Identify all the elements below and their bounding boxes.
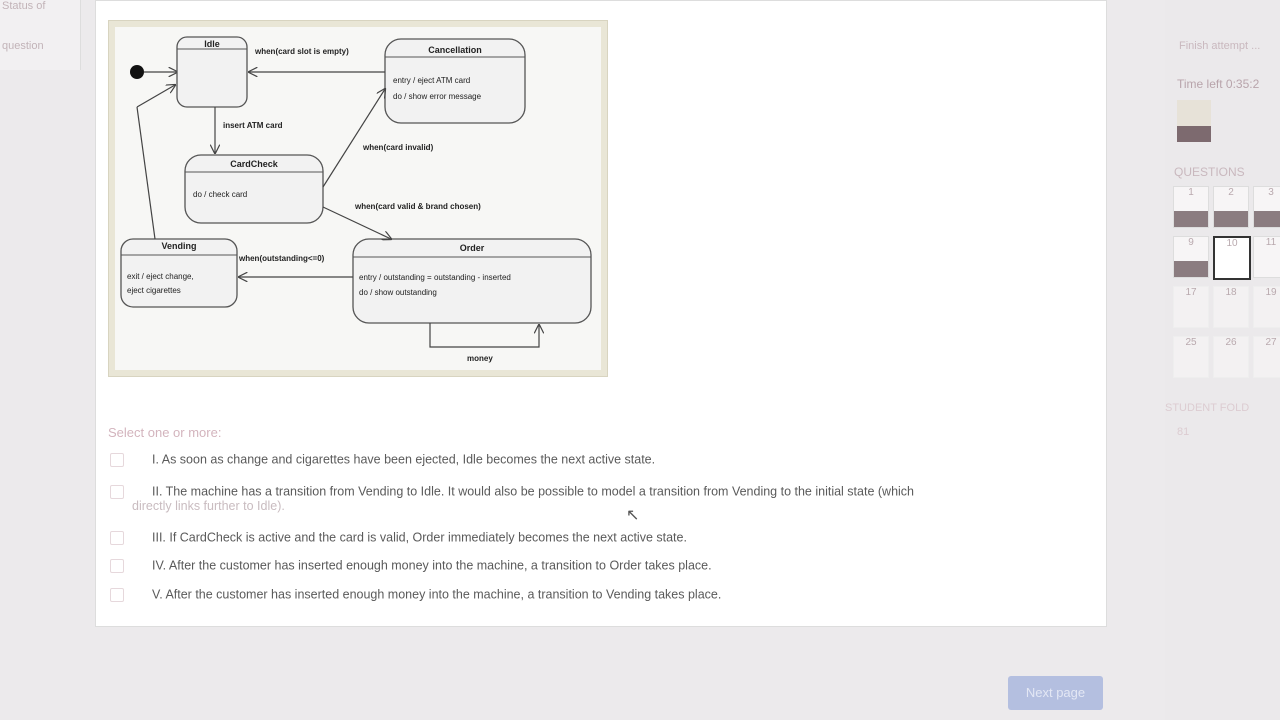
student-fold-heading: STUDENT FOLD: [1165, 402, 1250, 414]
answer-option-2[interactable]: II. The machine has a transition from Ve…: [110, 484, 914, 513]
transition-card-invalid: when(card invalid): [362, 143, 434, 152]
transition-money: money: [467, 354, 493, 363]
state-idle-label: Idle: [204, 39, 220, 49]
mouse-cursor-icon: ↖: [626, 507, 640, 524]
question-nav-3[interactable]: 3: [1253, 186, 1280, 228]
quiz-navigation-panel: Finish attempt ... Time left 0:35:2 QUES…: [1165, 0, 1280, 720]
vending-exit-2: eject cigarettes: [127, 286, 181, 295]
answer-option-2-wrap: directly links further to Idle).: [132, 498, 285, 513]
answer-option-1[interactable]: I. As soon as change and cigarettes have…: [110, 452, 655, 467]
timer-flag-icon: [1177, 100, 1211, 142]
questions-heading: QUESTIONS: [1174, 165, 1245, 179]
cardcheck-do: do / check card: [193, 190, 247, 199]
answer-option-5[interactable]: V. After the customer has inserted enoug…: [110, 587, 721, 602]
answer-option-3[interactable]: III. If CardCheck is active and the card…: [110, 530, 687, 545]
question-nav-11[interactable]: 11: [1253, 236, 1280, 278]
left-nav: Status of question: [0, 0, 81, 70]
state-cardcheck-label: CardCheck: [230, 159, 279, 169]
time-left: Time left 0:35:2: [1177, 77, 1260, 91]
next-page-button[interactable]: Next page: [1008, 676, 1103, 710]
cancellation-entry: entry / eject ATM card: [393, 76, 470, 85]
checkbox-option-2[interactable]: [110, 484, 124, 499]
checkbox-option-3[interactable]: [110, 530, 124, 545]
cancellation-do: do / show error message: [393, 92, 482, 101]
transition-slot-empty: when(card slot is empty): [254, 47, 349, 56]
question-nav-27[interactable]: 27: [1253, 336, 1280, 378]
answer-option-4[interactable]: IV. After the customer has inserted enou…: [110, 558, 712, 573]
checkbox-option-4[interactable]: [110, 558, 124, 573]
state-vending: [120, 238, 238, 308]
question-nav-17[interactable]: 17: [1173, 286, 1209, 328]
question-nav-2[interactable]: 2: [1213, 186, 1249, 228]
transition-insert-card: insert ATM card: [223, 121, 283, 130]
state-idle: [176, 36, 248, 108]
state-order-label: Order: [460, 243, 485, 253]
question-nav-1[interactable]: 1: [1173, 186, 1209, 228]
initial-node-icon: [130, 65, 144, 79]
checkbox-option-1[interactable]: [110, 452, 124, 467]
question-nav-10[interactable]: 10: [1213, 236, 1251, 280]
question-nav-19[interactable]: 19: [1253, 286, 1280, 328]
state-cancellation-label: Cancellation: [428, 45, 482, 55]
student-fold-value: 81: [1177, 426, 1190, 438]
nav-item-question[interactable]: question: [2, 40, 44, 52]
transition-card-valid: when(card valid & brand chosen): [354, 202, 481, 211]
state-diagram-svg: Idle Cancellation entry / eject ATM card…: [115, 27, 601, 370]
question-nav-18[interactable]: 18: [1213, 286, 1249, 328]
state-order: [352, 238, 592, 324]
question-nav-25[interactable]: 25: [1173, 336, 1209, 378]
nav-item-status[interactable]: Status of: [2, 0, 46, 12]
order-do: do / show outstanding: [359, 288, 437, 297]
state-diagram: Idle Cancellation entry / eject ATM card…: [108, 20, 608, 377]
state-vending-label: Vending: [161, 241, 196, 251]
state-cancellation: [384, 38, 526, 124]
checkbox-option-5[interactable]: [110, 587, 124, 602]
transition-outstanding: when(outstanding<=0): [238, 254, 325, 263]
question-nav-26[interactable]: 26: [1213, 336, 1249, 378]
question-nav-9[interactable]: 9: [1173, 236, 1209, 278]
select-prompt: Select one or more:: [108, 425, 222, 440]
vending-exit-1: exit / eject change,: [127, 272, 194, 281]
order-entry: entry / outstanding = outstanding - inse…: [359, 273, 511, 282]
finish-attempt-link[interactable]: Finish attempt ...: [1179, 40, 1261, 52]
